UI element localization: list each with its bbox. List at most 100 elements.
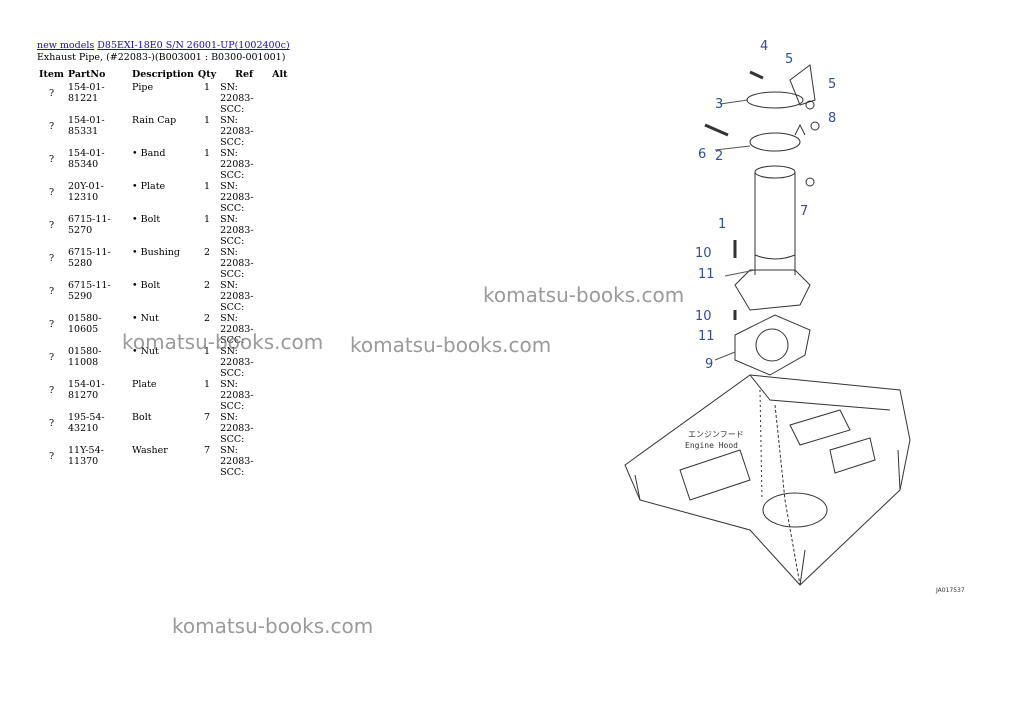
cell-ref: SN: 22083-SCC: bbox=[220, 82, 254, 115]
cell-ref: SN: 22083-SCC: bbox=[220, 181, 254, 214]
engine-hood-outline bbox=[624, 374, 911, 586]
cell-qty: 1 bbox=[203, 115, 211, 126]
cell-ref: SN: 22083-SCC: bbox=[220, 313, 254, 346]
cell-ref: SN: 22083-SCC: bbox=[220, 214, 254, 247]
leader-line bbox=[719, 99, 749, 105]
header-partno: PartNo bbox=[68, 68, 106, 80]
cell-partno: 6715-11-5280 bbox=[68, 247, 111, 269]
watermark: komatsu-books.com bbox=[483, 283, 685, 307]
table-row: ? 01580-11008 • Nut 1 SN: 22083-SCC: bbox=[37, 346, 289, 379]
callout-10: 10 bbox=[695, 246, 712, 261]
engine-hood-recess bbox=[829, 437, 876, 474]
cell-alt bbox=[270, 247, 289, 280]
cell-description: Bolt bbox=[132, 412, 152, 423]
header-ref: Ref bbox=[235, 68, 254, 80]
cell-ref: SN: 22083-SCC: bbox=[220, 346, 254, 379]
nut-8 bbox=[810, 121, 820, 131]
pipe-flange bbox=[734, 269, 811, 311]
cell-alt bbox=[270, 280, 289, 313]
cell-item: ? bbox=[48, 385, 55, 396]
cell-description: • Nut bbox=[132, 346, 159, 357]
cell-partno: 01580-11008 bbox=[68, 346, 102, 368]
hood-label-en: Engine Hood bbox=[685, 441, 738, 450]
table-header-row: Item PartNo Description Qty Ref Alt bbox=[37, 66, 289, 82]
cell-partno: 6715-11-5290 bbox=[68, 280, 111, 302]
cell-alt bbox=[270, 214, 289, 247]
callout-11b: 11 bbox=[698, 329, 715, 344]
cell-item: ? bbox=[48, 154, 55, 165]
hinge-plate bbox=[789, 64, 816, 106]
cell-qty: 1 bbox=[203, 148, 211, 159]
header-description: Description bbox=[132, 68, 194, 80]
cell-item: ? bbox=[48, 451, 55, 462]
cell-description: • Nut bbox=[132, 313, 159, 324]
leader-line bbox=[724, 269, 756, 277]
callout-1: 1 bbox=[718, 217, 726, 232]
breadcrumb-link-new-models[interactable]: new models bbox=[37, 40, 95, 51]
center-line bbox=[759, 389, 763, 501]
cell-ref: SN: 22083-SCC: bbox=[220, 280, 254, 313]
cell-ref: SN: 22083-SCC: bbox=[220, 148, 254, 181]
cell-qty: 2 bbox=[203, 313, 211, 324]
cell-description: • Bolt bbox=[132, 214, 161, 225]
bolt-4 bbox=[749, 70, 764, 80]
cell-partno: 01580-10605 bbox=[68, 313, 102, 335]
nut-5 bbox=[805, 100, 815, 110]
cell-ref: SN: 22083-SCC: bbox=[220, 115, 254, 148]
cell-partno: 11Y-54-11370 bbox=[68, 445, 104, 467]
leader-line bbox=[714, 145, 751, 151]
callout-3: 3 bbox=[715, 97, 723, 112]
cell-description: Pipe bbox=[132, 82, 154, 93]
cell-description: • Plate bbox=[132, 181, 166, 192]
cell-ref: SN: 22083-SCC: bbox=[220, 445, 254, 478]
cell-item: ? bbox=[48, 187, 55, 198]
callout-8: 8 bbox=[828, 111, 836, 126]
cell-qty: 1 bbox=[203, 346, 211, 357]
cell-description: Washer bbox=[132, 445, 168, 456]
header-qty: Qty bbox=[197, 68, 217, 80]
cell-alt bbox=[270, 115, 289, 148]
cell-item: ? bbox=[48, 88, 55, 99]
cell-partno: 195-54-43210 bbox=[68, 412, 105, 434]
cell-alt bbox=[270, 148, 289, 181]
cell-qty: 1 bbox=[203, 181, 211, 192]
cell-alt bbox=[270, 445, 289, 478]
cell-item: ? bbox=[48, 319, 55, 330]
cell-item: ? bbox=[48, 352, 55, 363]
pipe-body bbox=[754, 172, 796, 275]
cell-qty: 1 bbox=[203, 379, 211, 390]
engine-hood-rib bbox=[774, 404, 801, 586]
callout-5b: 5 bbox=[828, 77, 836, 92]
parts-table: Item PartNo Description Qty Ref Alt ?154… bbox=[37, 66, 289, 479]
callout-10b: 10 bbox=[695, 309, 712, 324]
band bbox=[749, 132, 801, 152]
cell-partno: 6715-11-5270 bbox=[68, 214, 111, 236]
cell-qty: 7 bbox=[203, 412, 211, 423]
cell-partno: 20Y-01-12310 bbox=[68, 181, 104, 203]
drawing-code: JA017537 bbox=[936, 587, 965, 594]
table-row: ? 11Y-54-11370 Washer 7 SN: 22083-SCC: bbox=[37, 445, 289, 478]
bolt-6 bbox=[704, 123, 729, 137]
header-alt: Alt bbox=[272, 68, 288, 80]
table-row: ? 01580-10605 • Nut 2 SN: 22083-SCC: bbox=[37, 313, 289, 346]
cell-item: ? bbox=[48, 286, 55, 297]
rain-cap bbox=[746, 91, 804, 109]
cell-qty: 7 bbox=[203, 445, 211, 456]
callout-2: 2 bbox=[715, 149, 723, 164]
watermark: komatsu-books.com bbox=[122, 330, 324, 354]
breadcrumb-link-model[interactable]: D85EXI-18E0 S/N 26001-UP(1002400c) bbox=[97, 40, 290, 51]
cell-item: ? bbox=[48, 418, 55, 429]
exhaust-pipe-diagram: 4 5 5 3 8 6 2 7 1 10 11 10 11 9 エンジンフード … bbox=[624, 39, 911, 586]
callout-9: 9 bbox=[705, 357, 713, 372]
cell-qty: 1 bbox=[203, 214, 211, 225]
cell-description: • Bolt bbox=[132, 280, 161, 291]
cell-alt bbox=[270, 82, 289, 115]
leader-line bbox=[714, 351, 736, 361]
